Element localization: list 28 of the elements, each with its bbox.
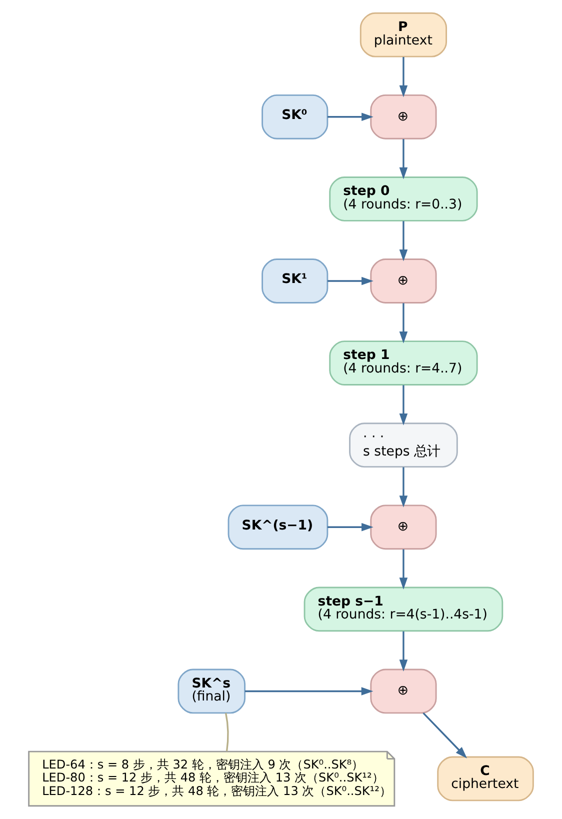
arrow (399, 385, 408, 426)
node-box: · · · s steps 总计 (349, 422, 458, 468)
node-box: ⊕ (370, 94, 437, 140)
arrow (399, 303, 408, 344)
node-box: step 1 (4 rounds: r=4..7) (329, 340, 478, 386)
node-box: SK^s (final) (178, 668, 246, 714)
arrow (399, 57, 408, 98)
node-box: ⊕ (370, 258, 437, 304)
arrow (328, 276, 374, 286)
connector (224, 712, 229, 752)
arrow (399, 467, 408, 508)
arrow (328, 523, 374, 532)
node-box: ⊕ (370, 668, 437, 714)
arrow (244, 687, 374, 696)
node-box: P plaintext (360, 12, 448, 58)
arrow (328, 112, 374, 122)
arrow (399, 631, 408, 672)
node-box: SK¹ (262, 258, 328, 304)
arrow (422, 712, 468, 758)
node-box: step s−1 (4 rounds: r=4(s-1)..4s-1) (304, 586, 504, 632)
node-box: C ciphertext (437, 756, 534, 802)
arrow (399, 139, 408, 180)
node-box: SK^(s−1) (228, 504, 328, 550)
node-box: ⊕ (370, 504, 437, 550)
node-box: step 0 (4 rounds: r=0..3) (329, 176, 478, 222)
arrow (399, 549, 408, 590)
arrow (399, 221, 408, 262)
node-box: SK⁰ (262, 94, 328, 140)
